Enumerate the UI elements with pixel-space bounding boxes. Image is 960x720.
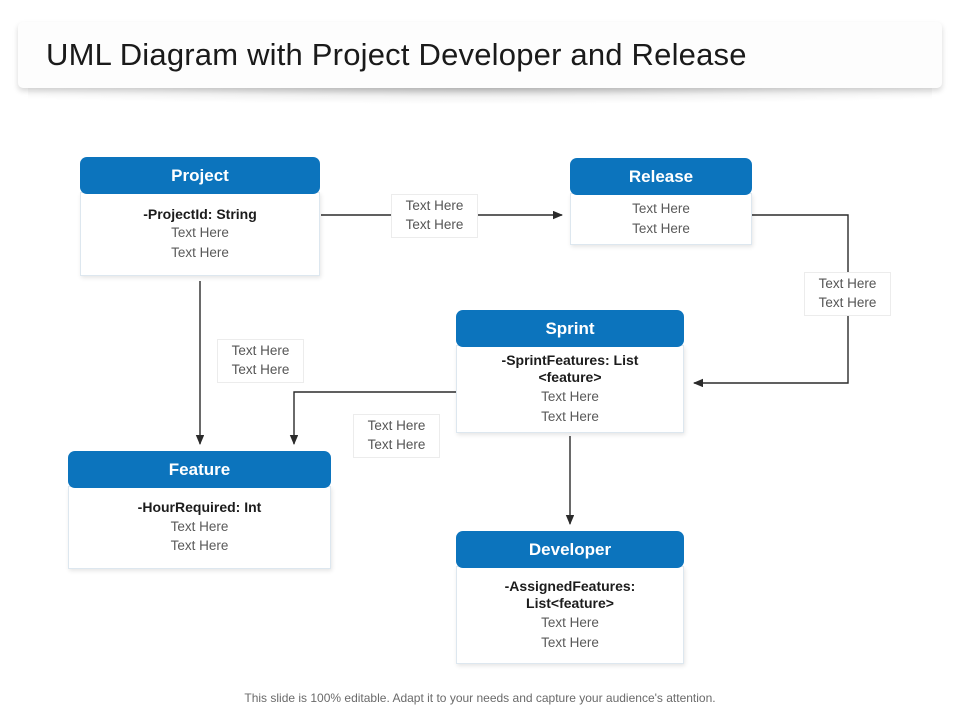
note-sprint-feature[interactable]: Text Here Text Here bbox=[353, 414, 440, 458]
title-banner: UML Diagram with Project Developer and R… bbox=[18, 22, 942, 88]
uml-class-feature[interactable]: Feature -HourRequired: Int Text Here Tex… bbox=[68, 451, 331, 569]
uml-class-sprint-filler-1: Text Here bbox=[541, 388, 599, 404]
uml-class-project-header: Project bbox=[80, 157, 320, 194]
uml-class-developer-body: -AssignedFeatures: List<feature> Text He… bbox=[456, 566, 684, 664]
uml-class-release-filler-2: Text Here bbox=[632, 221, 690, 236]
uml-class-feature-header: Feature bbox=[68, 451, 331, 488]
uml-class-sprint-attribute: -SprintFeatures: List <feature> bbox=[501, 351, 639, 386]
uml-class-project[interactable]: Project -ProjectId: String Text Here Tex… bbox=[80, 157, 320, 276]
uml-class-release[interactable]: Release Text Here Text Here bbox=[570, 158, 752, 245]
note-project-release-line-1: Text Here bbox=[405, 198, 464, 214]
page-title: UML Diagram with Project Developer and R… bbox=[46, 37, 747, 72]
uml-class-developer-attribute: -AssignedFeatures: List<feature> bbox=[504, 577, 636, 612]
note-sprint-feature-line-1: Text Here bbox=[367, 418, 426, 434]
uml-class-feature-attribute: -HourRequired: Int bbox=[137, 499, 262, 516]
uml-class-project-name: Project bbox=[171, 165, 229, 185]
note-sprint-feature-line-2: Text Here bbox=[367, 437, 426, 452]
note-release-sprint[interactable]: Text Here Text Here bbox=[804, 272, 891, 316]
uml-class-sprint[interactable]: Sprint -SprintFeatures: List <feature> T… bbox=[456, 310, 684, 433]
note-release-sprint-line-2: Text Here bbox=[818, 295, 877, 310]
note-release-sprint-line-1: Text Here bbox=[818, 276, 877, 292]
uml-class-project-filler-1: Text Here bbox=[171, 225, 229, 241]
note-project-release[interactable]: Text Here Text Here bbox=[391, 194, 478, 238]
uml-class-sprint-header: Sprint bbox=[456, 310, 684, 347]
uml-class-feature-name: Feature bbox=[168, 459, 231, 479]
uml-class-developer[interactable]: Developer -AssignedFeatures: List<featur… bbox=[456, 531, 684, 664]
title-banner-shadow bbox=[28, 88, 932, 104]
uml-class-release-body: Text Here Text Here bbox=[570, 193, 752, 245]
uml-class-feature-filler-2: Text Here bbox=[170, 538, 229, 554]
note-project-feature[interactable]: Text Here Text Here bbox=[217, 339, 304, 383]
uml-class-sprint-name: Sprint bbox=[545, 318, 595, 338]
uml-class-project-body: -ProjectId: String Text Here Text Here bbox=[80, 192, 320, 276]
uml-class-release-name: Release bbox=[628, 166, 694, 186]
uml-class-project-filler-2: Text Here bbox=[171, 244, 229, 260]
note-project-release-line-2: Text Here bbox=[405, 217, 464, 232]
uml-class-release-filler-1: Text Here bbox=[632, 201, 690, 217]
uml-class-developer-header: Developer bbox=[456, 531, 684, 568]
uml-class-sprint-filler-2: Text Here bbox=[541, 408, 599, 424]
footer-caption: This slide is 100% editable. Adapt it to… bbox=[244, 691, 716, 705]
note-project-feature-line-2: Text Here bbox=[231, 362, 290, 377]
uml-class-feature-body: -HourRequired: Int Text Here Text Here bbox=[68, 486, 331, 569]
uml-class-developer-filler-1: Text Here bbox=[541, 614, 599, 630]
uml-class-sprint-body: -SprintFeatures: List <feature> Text Her… bbox=[456, 345, 684, 433]
uml-class-release-header: Release bbox=[570, 158, 752, 195]
note-project-feature-line-1: Text Here bbox=[231, 343, 290, 359]
uml-class-feature-filler-1: Text Here bbox=[170, 518, 229, 534]
uml-class-project-attribute: -ProjectId: String bbox=[143, 205, 257, 222]
uml-class-developer-filler-2: Text Here bbox=[541, 634, 599, 650]
uml-class-developer-name: Developer bbox=[528, 539, 612, 559]
